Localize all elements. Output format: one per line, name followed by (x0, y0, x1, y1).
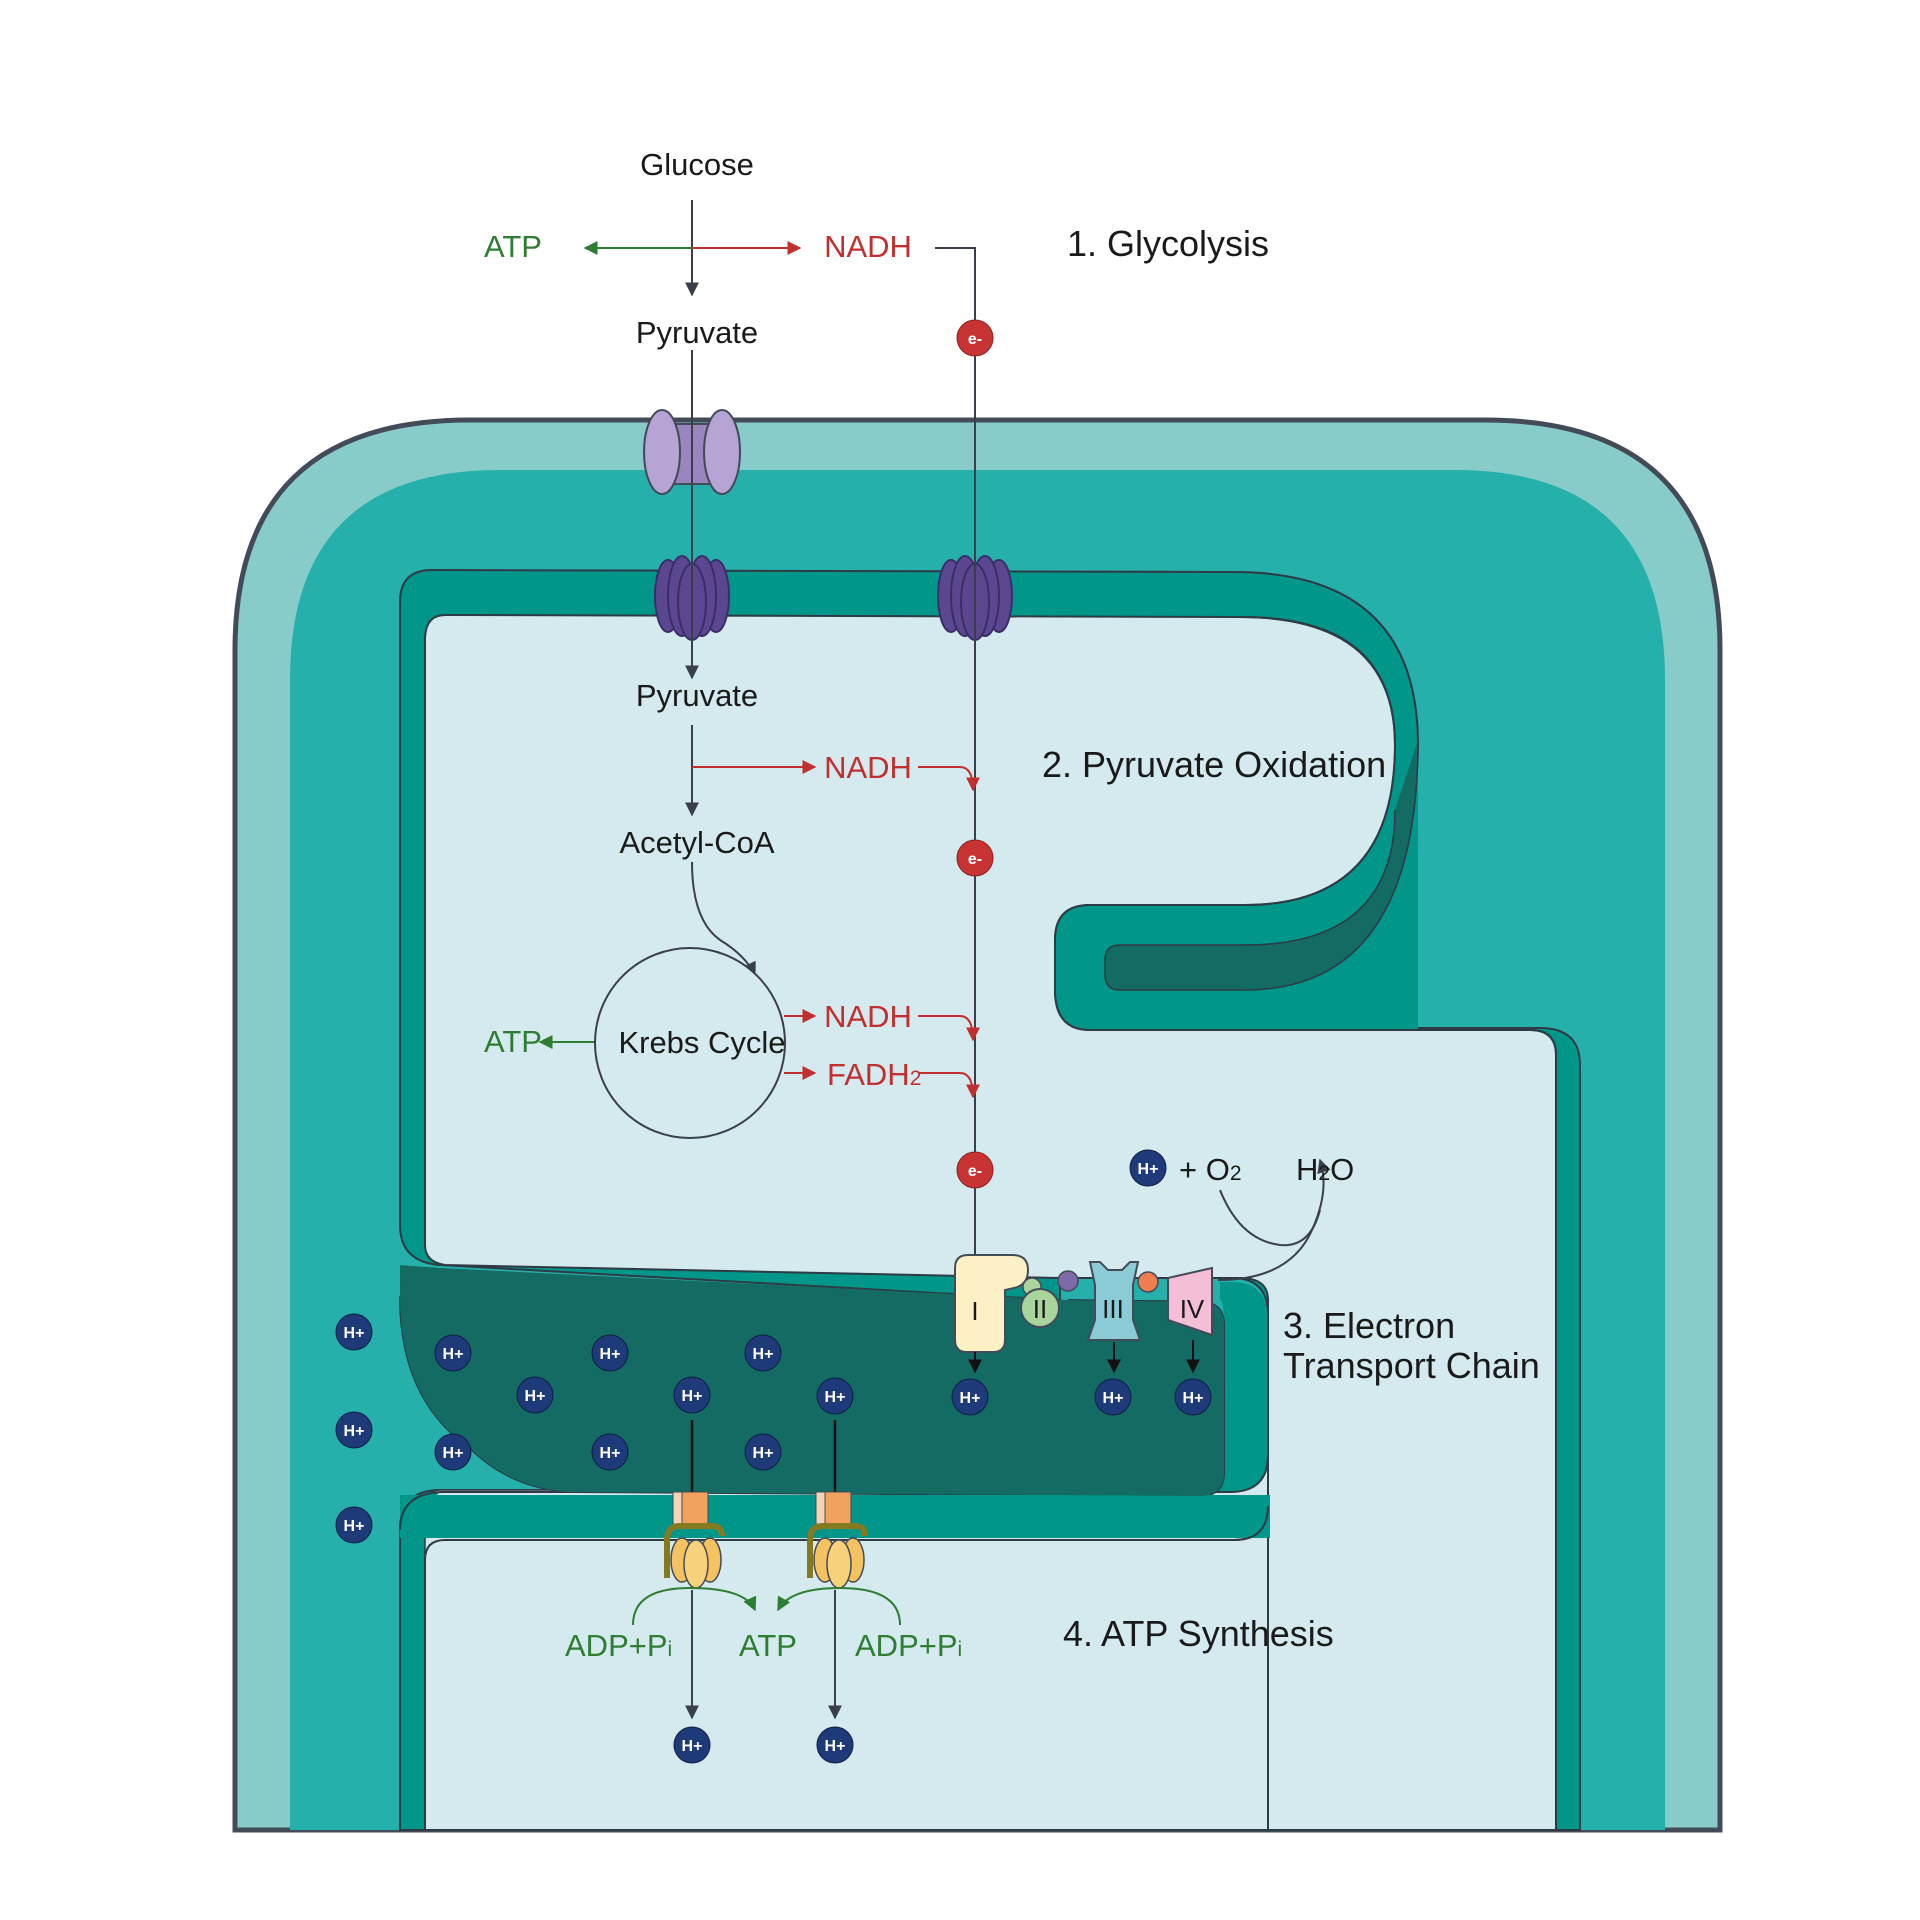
atp-synthase-left (632, 1420, 757, 1720)
svg-text:H+: H+ (825, 1389, 846, 1406)
nadh-shuttle-transporter (937, 555, 1013, 641)
svg-text:e-: e- (968, 1163, 982, 1180)
svg-text:e-: e- (968, 331, 982, 348)
proton-17: H+ (816, 1726, 854, 1764)
krebs-cycle-circle (594, 947, 786, 1139)
proton-8: H+ (673, 1376, 711, 1414)
label-acetyl-coa: Acetyl-CoA (619, 825, 774, 860)
proton-1: H+ (335, 1313, 373, 1351)
svg-text:H+: H+ (344, 1325, 365, 1342)
svg-text:H+: H+ (600, 1445, 621, 1462)
label-atp-glycolysis: ATP (484, 229, 542, 264)
complex-i (954, 1254, 1030, 1353)
svg-text:H+: H+ (682, 1388, 703, 1405)
svg-text:H+: H+ (443, 1445, 464, 1462)
complex-i-label: I (971, 1296, 978, 1326)
stage-pyruvate-oxidation: 2. Pyruvate Oxidation (1042, 744, 1386, 785)
proton-14: H+ (1094, 1378, 1132, 1416)
label-h2o: H2O (1296, 1152, 1354, 1187)
svg-text:H+: H+ (344, 1518, 365, 1535)
proton-7: H+ (516, 1376, 554, 1414)
svg-text:H+: H+ (1103, 1390, 1124, 1407)
stage-etc-line1: 3. Electron (1283, 1305, 1455, 1346)
proton-4: H+ (434, 1334, 472, 1372)
proton-10: H+ (434, 1433, 472, 1471)
complex-ii-label: II (1033, 1294, 1047, 1324)
glycolysis-arrows (583, 200, 976, 330)
krebs-arrows (538, 1009, 980, 1099)
svg-text:H+: H+ (600, 1346, 621, 1363)
label-pyruvate-cytosol: Pyruvate (636, 315, 758, 350)
label-nadh-glycolysis: NADH (824, 229, 912, 264)
proton-group: H+ H+ H+ H+ H+ H+ H+ H+ H+ H+ H+ H+ H+ H+ H+ H+ H+ H+ (335, 1149, 1212, 1764)
svg-text:H+: H+ (525, 1388, 546, 1405)
stage-etc-line2: Transport Chain (1283, 1345, 1540, 1386)
coenzyme-q (1057, 1270, 1079, 1292)
complex-iii-label: III (1102, 1294, 1124, 1324)
label-atp-synthesis: ATP (739, 1628, 797, 1663)
proton-16: H+ (673, 1726, 711, 1764)
proton-11: H+ (591, 1433, 629, 1471)
complex-iv (1167, 1266, 1213, 1337)
proton-15: H+ (1174, 1378, 1212, 1416)
svg-text:H+: H+ (443, 1346, 464, 1363)
svg-text:H+: H+ (1183, 1390, 1204, 1407)
svg-text:H+: H+ (344, 1423, 365, 1440)
pyruvate-transporter-inner (654, 555, 730, 641)
water-arrow (1217, 1158, 1331, 1281)
complex-iii (1086, 1261, 1142, 1341)
crista-fold (1054, 616, 1557, 1830)
svg-text:H+: H+ (753, 1346, 774, 1363)
label-krebs-cycle: Krebs Cycle (618, 1025, 785, 1060)
stage-glycolysis: 1. Glycolysis (1067, 223, 1269, 264)
cytochrome-c (1137, 1271, 1159, 1293)
label-adp-left: ADP+Pi (565, 1628, 672, 1663)
proton-6: H+ (744, 1334, 782, 1372)
svg-text:H+: H+ (960, 1390, 981, 1407)
atp-synthase-right (777, 1420, 901, 1720)
svg-text:H+: H+ (753, 1445, 774, 1462)
label-o2: + O2 (1179, 1152, 1242, 1187)
proton-9: H+ (816, 1377, 854, 1415)
proton-12: H+ (744, 1433, 782, 1471)
proton-18: H+ (1129, 1149, 1167, 1187)
proton-5: H+ (591, 1334, 629, 1372)
label-glucose: Glucose (640, 147, 754, 182)
pyruvate-line (685, 350, 980, 977)
label-nadh-pyruvate-oxidation: NADH (824, 750, 912, 785)
proton-2: H+ (335, 1411, 373, 1449)
svg-text:e-: e- (968, 851, 982, 868)
proton-3: H+ (335, 1506, 373, 1544)
complex-ii (1020, 1277, 1060, 1328)
svg-text:H+: H+ (1138, 1161, 1159, 1178)
label-adp-right: ADP+Pi (855, 1628, 962, 1663)
svg-text:H+: H+ (825, 1738, 846, 1755)
label-pyruvate-matrix: Pyruvate (636, 678, 758, 713)
svg-text:H+: H+ (682, 1738, 703, 1755)
complex-proton-arrows (968, 1340, 1200, 1374)
label-atp-krebs: ATP (484, 1024, 542, 1059)
proton-13: H+ (951, 1378, 989, 1416)
electron-2: e- (956, 839, 994, 877)
label-fadh2: FADH2 (827, 1057, 921, 1092)
complex-iv-label: IV (1180, 1294, 1205, 1324)
electron-1: e- (956, 319, 994, 357)
label-nadh-krebs: NADH (824, 999, 912, 1034)
electron-3: e- (956, 1151, 994, 1189)
stage-atp-synthesis: 4. ATP Synthesis (1063, 1613, 1334, 1654)
